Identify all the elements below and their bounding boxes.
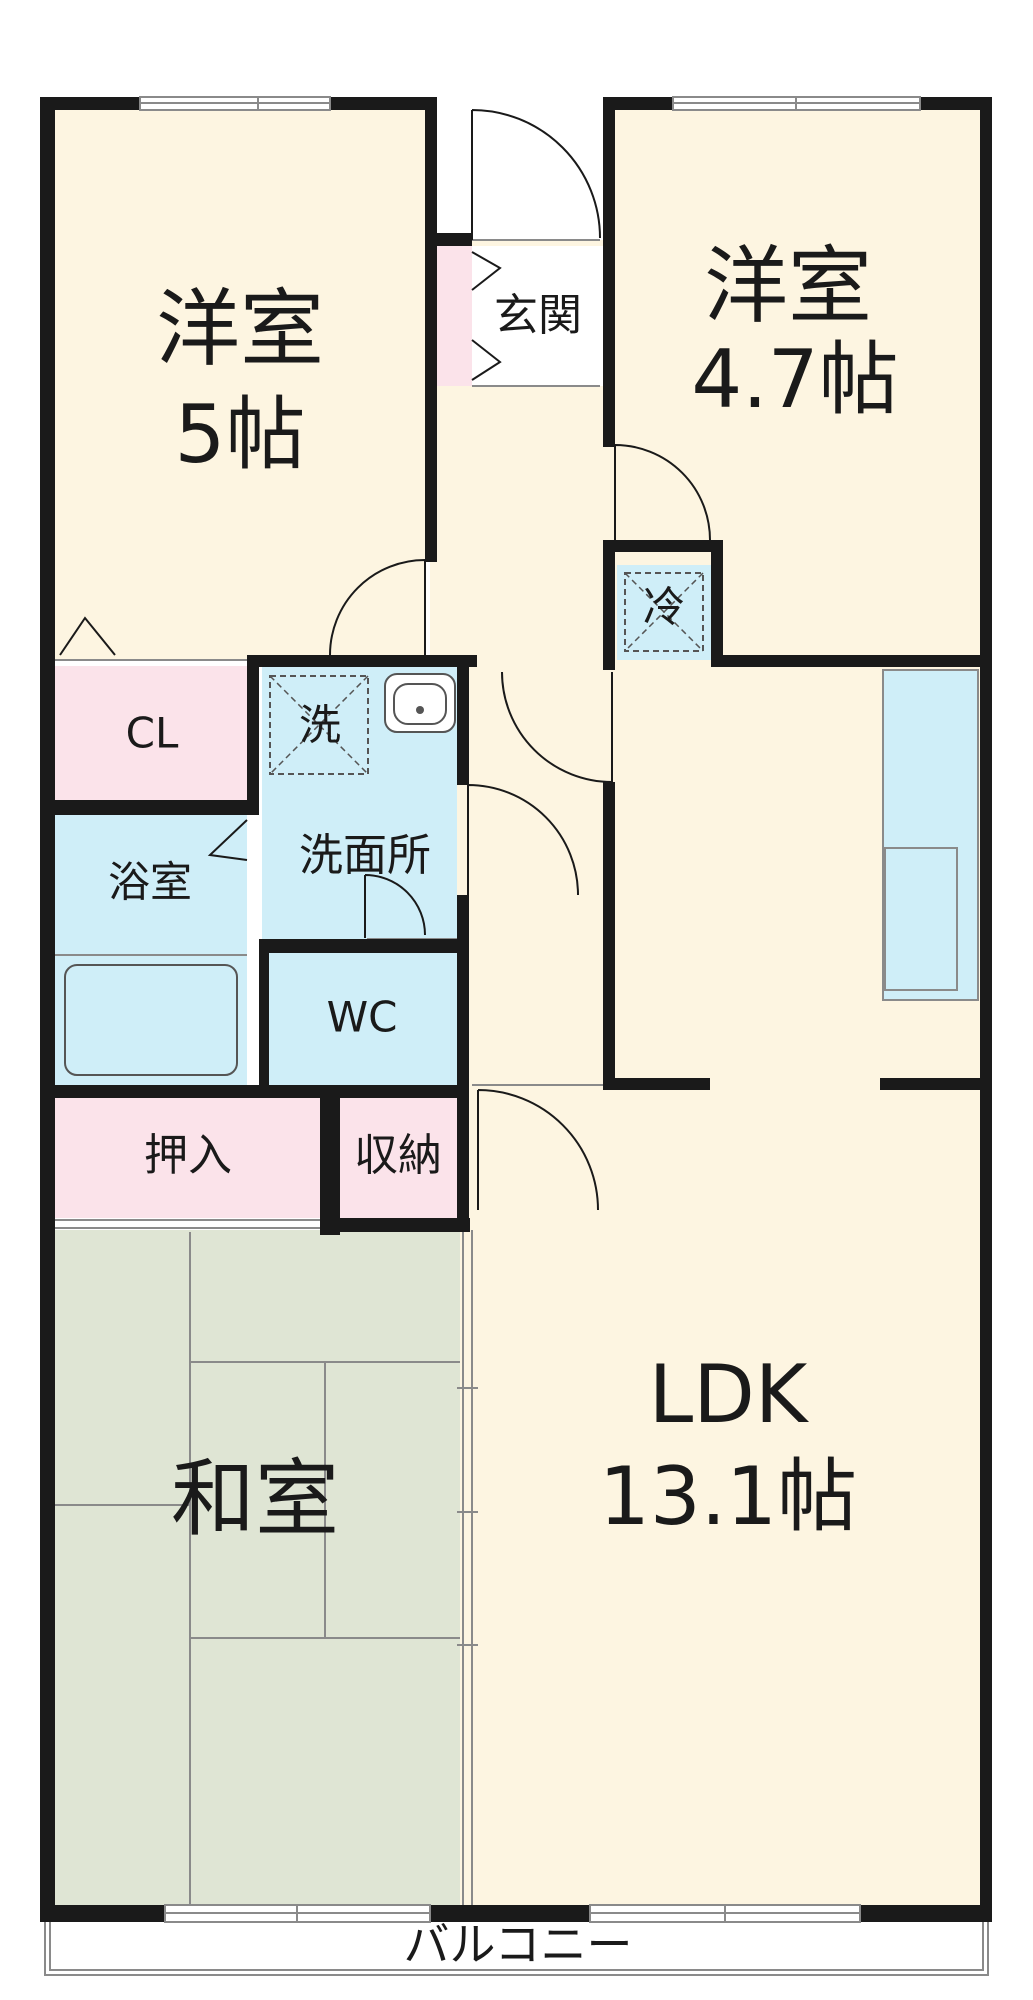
fridge-pan (624, 572, 704, 652)
entrance-storage-doors (471, 251, 502, 381)
japanese-room-area (55, 1230, 460, 1910)
western-room-left-area (55, 110, 425, 660)
balcony (44, 1922, 989, 1976)
ldk-door-swing (477, 1089, 599, 1211)
storage-area (340, 1098, 457, 1218)
closet-label: CL (126, 709, 179, 758)
fridge-label: 冷 (643, 583, 685, 632)
washer-pan (269, 675, 369, 775)
entrance-label: 玄関 (494, 290, 582, 341)
basin (384, 673, 456, 733)
tatami-lines (55, 1232, 460, 1908)
storage-label: 収納 (354, 1130, 442, 1181)
japanese-room-label: 和室 (171, 1450, 339, 1548)
washroom-label: 洗面所 (299, 830, 431, 881)
balcony-label: バルコニー (403, 1918, 632, 1972)
toilet-label: WC (327, 993, 398, 1042)
western-room-right-area (615, 110, 980, 655)
kitchen-sink (884, 847, 958, 991)
oshiire-label: 押入 (144, 1130, 232, 1181)
door-swings (59, 109, 711, 1211)
fixtures (64, 572, 704, 1076)
washroom-door-swing (467, 784, 579, 896)
ldk-label: LDK (649, 1348, 810, 1441)
western-left-door-swing (329, 559, 426, 656)
entrance-storage-area (437, 246, 472, 386)
western-room-right-size: 4.7帖 (691, 333, 898, 426)
entrance-door-swing (471, 109, 601, 240)
hall-door-swing (501, 671, 613, 783)
ldk-size: 13.1帖 (599, 1450, 857, 1543)
washer-label: 洗 (299, 701, 341, 750)
western-room-left-label: 洋室 (156, 280, 324, 378)
toilet-area (268, 953, 457, 1085)
closet-area (55, 666, 247, 800)
western-room-right-label: 洋室 (704, 237, 872, 335)
bath-label: 浴室 (108, 858, 192, 907)
room-labels: 洋室 5帖 洋室 4.7帖 玄関 冷 CL 洗 洗面所 浴室 WC 押入 収納 … (108, 237, 899, 1972)
windows (139, 96, 921, 1923)
bathtub (64, 964, 238, 1076)
oshiire-area (55, 1098, 320, 1218)
room-fills (55, 110, 980, 1910)
western-room-left-size: 5帖 (175, 388, 306, 481)
entrance-area (472, 246, 607, 386)
western-right-door-swing (614, 444, 711, 541)
closet-door (59, 616, 116, 656)
bath-door (207, 819, 248, 861)
washroom-inner-door (364, 874, 426, 938)
walls (40, 97, 992, 1922)
